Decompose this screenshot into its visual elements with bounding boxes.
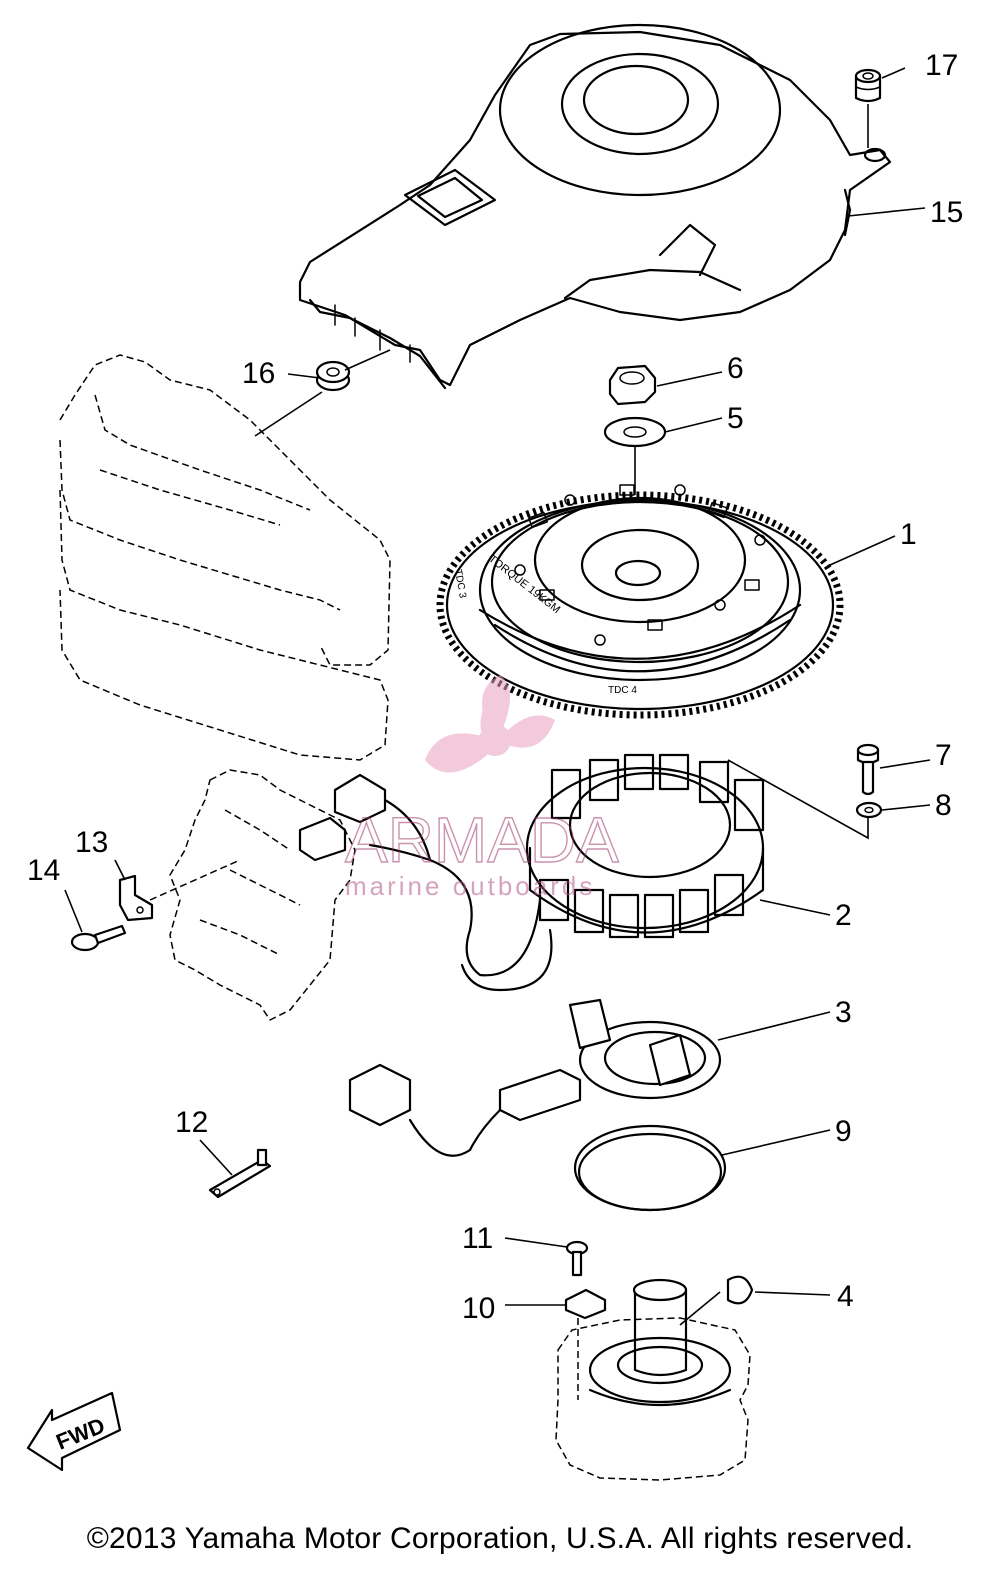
part-label-1: 1 (900, 518, 917, 551)
clamp-part-10 (505, 1288, 607, 1400)
bolt-part-7 (856, 743, 880, 796)
part-label-7: 7 (935, 739, 952, 772)
copyright-notice: ©2013 Yamaha Motor Corporation, U.S.A. A… (86, 1522, 914, 1555)
part-label-3: 3 (835, 996, 852, 1029)
watermark-tagline: marine outboards (345, 871, 595, 901)
watermark-brand: ARMADA (345, 804, 619, 876)
propeller-watermark-icon (425, 675, 555, 773)
flywheel-tdc3-marking: TDC 3 (452, 569, 468, 600)
bracket-part-13 (114, 859, 241, 922)
part-label-2: 2 (835, 899, 852, 932)
pulser-coil-part-3 (348, 998, 831, 1157)
part-label-8: 8 (935, 789, 952, 822)
stator-part-2 (525, 753, 831, 939)
ring-part-9 (573, 1124, 831, 1212)
flywheel-tdc4-marking: TDC 4 (608, 685, 637, 696)
armada-watermark: ARMADA marine outboards (344, 675, 620, 901)
nut-part-6 (608, 364, 657, 406)
flywheel-cover-part-15 (298, 23, 892, 390)
part-label-10: 10 (462, 1292, 495, 1325)
part-label-9: 9 (835, 1115, 852, 1148)
part-label-16: 16 (242, 357, 275, 390)
part-label-14: 14 (27, 854, 60, 887)
screw-part-14 (64, 889, 127, 952)
screw-part-11 (504, 1237, 589, 1277)
part-label-4: 4 (837, 1280, 854, 1313)
engine-block-reference (169, 769, 356, 1021)
part-label-13: 13 (75, 826, 108, 859)
part-label-5: 5 (727, 402, 744, 435)
part-number-labels: 17 15 16 6 5 1 7 8 13 14 2 3 12 9 11 4 1… (27, 49, 963, 1325)
part-label-15: 15 (930, 196, 963, 229)
collar-part-17 (854, 68, 882, 148)
forward-direction-arrow: FWD (26, 1391, 122, 1472)
stator-wire-harness (298, 773, 553, 992)
washer-part-8 (727, 759, 883, 840)
flywheel-part-1: TORQUE 19KGM TDC 3 TDC 4 (436, 484, 844, 719)
part-label-6: 6 (727, 352, 744, 385)
part-label-12: 12 (175, 1106, 208, 1139)
leader-lines (287, 67, 931, 811)
part-label-17: 17 (925, 49, 958, 82)
electrical-box-reference (59, 354, 391, 761)
grommet-part-16 (254, 349, 391, 437)
crankshaft-reference (555, 1278, 751, 1481)
part-label-11: 11 (462, 1222, 493, 1255)
woodruff-key-part-4 (679, 1275, 831, 1326)
plate-part-12 (199, 1139, 272, 1199)
